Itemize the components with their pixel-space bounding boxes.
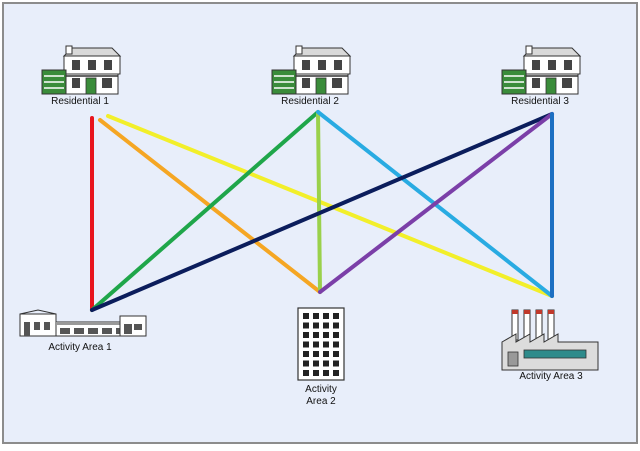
house-icon (271, 45, 352, 95)
factory-icon (501, 309, 599, 371)
link-residential-2-to-activity-area-2 (316, 110, 322, 294)
house-icon (41, 45, 122, 95)
link-residential-3-to-activity-area-2 (318, 112, 554, 294)
link-residential-1-to-activity-area-3 (106, 114, 554, 298)
icons-layer (19, 45, 599, 381)
office-tower-icon (297, 307, 345, 381)
label-activity-area-1: Activity Area 1 (48, 342, 112, 353)
label-residential-2: Residential 2 (281, 96, 339, 107)
label-residential-3: Residential 3 (511, 96, 569, 107)
house-icon (501, 45, 582, 95)
link-residential-3-to-activity-area-1 (90, 112, 554, 312)
label-activity-area-3: Activity Area 3 (519, 371, 583, 382)
label-residential-1: Residential 1 (51, 96, 109, 107)
labels-layer: Residential 1 Residential 2 Residential … (48, 96, 583, 407)
links-layer (90, 110, 554, 312)
strip-mall-icon (19, 309, 147, 337)
link-residential-2-to-activity-area-1 (90, 110, 320, 312)
